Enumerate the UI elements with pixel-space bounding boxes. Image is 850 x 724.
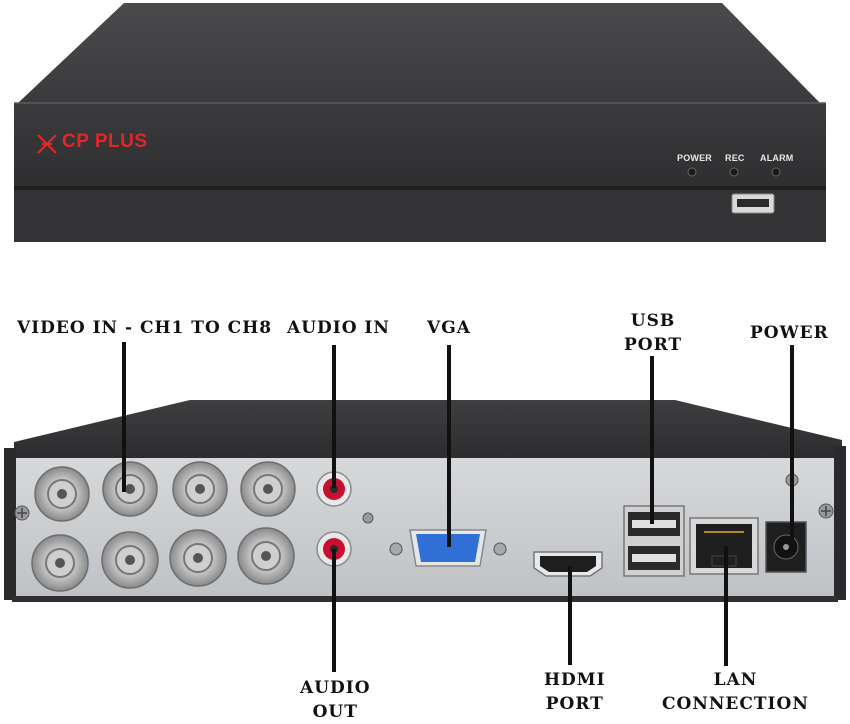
bnc-connector-2 <box>102 461 158 517</box>
brand-logo-text: CP PLUS <box>62 131 148 152</box>
bnc-connector-3 <box>172 461 228 517</box>
bnc-connector-7 <box>169 529 227 587</box>
callout-audio-out-line1: AUDIO <box>300 678 371 698</box>
callout-vga: VGA <box>427 318 471 338</box>
bnc-connector-8 <box>237 527 295 585</box>
callout-hdmi-port: HDMI PORT <box>544 668 606 716</box>
dvr-front-lower-panel <box>14 190 826 242</box>
bnc-connector-4 <box>240 461 296 517</box>
callout-usb-line1: USB <box>630 311 676 331</box>
callout-usb-port: USB PORT <box>624 309 682 357</box>
callout-audio-out-line2: OUT <box>312 702 358 722</box>
vga-port <box>389 529 507 567</box>
rec-indicator-label: REC <box>725 153 745 163</box>
rca-audio-in-connector <box>316 471 352 507</box>
alarm-indicator-label: ALARM <box>760 153 794 163</box>
power-led <box>687 167 697 177</box>
bnc-video-inputs <box>31 461 296 592</box>
screw-left <box>14 505 30 521</box>
rear-top-lid <box>14 400 842 460</box>
callout-lan-connection: LAN CONNECTION <box>662 668 809 716</box>
bnc-connector-5 <box>31 534 89 592</box>
dvr-rear-view <box>4 400 846 602</box>
callout-power: POWER <box>750 323 829 343</box>
screw-right <box>818 503 834 519</box>
callout-lan-line2: CONNECTION <box>662 694 809 714</box>
dvr-front-view <box>14 3 826 242</box>
callout-video-in: VIDEO IN - CH1 TO CH8 <box>17 318 273 338</box>
callout-hdmi-line2: PORT <box>545 694 604 714</box>
cp-plus-logo-icon <box>37 134 57 154</box>
alarm-led <box>771 167 781 177</box>
power-indicator-label: POWER <box>677 153 713 163</box>
callout-hdmi-line1: HDMI <box>544 670 606 690</box>
callout-audio-in: AUDIO IN <box>287 318 390 338</box>
rec-led <box>729 167 739 177</box>
callout-audio-out: AUDIO OUT <box>300 676 371 724</box>
hdmi-port <box>533 551 603 577</box>
callout-lan-line1: LAN <box>713 670 758 690</box>
dvr-top-lid <box>18 3 820 103</box>
callout-lines <box>122 342 794 672</box>
bnc-connector-1 <box>34 466 90 522</box>
callout-usb-line2: PORT <box>624 335 683 355</box>
bnc-connector-6 <box>101 531 159 589</box>
